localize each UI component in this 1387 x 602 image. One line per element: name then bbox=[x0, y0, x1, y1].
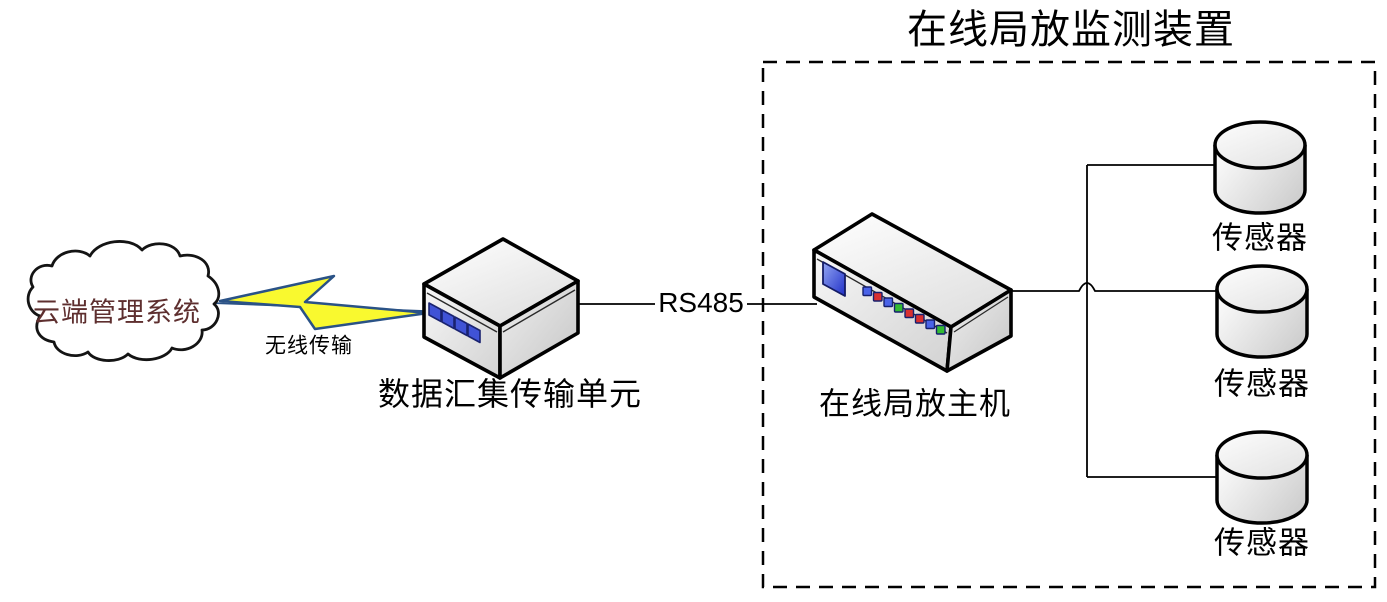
host-led bbox=[883, 297, 894, 308]
host-node bbox=[812, 212, 1013, 373]
host-led bbox=[862, 286, 873, 297]
host-leds bbox=[862, 286, 946, 335]
lightning-bolt-icon bbox=[218, 274, 430, 331]
dtu-label: 数据汇集传输单元 bbox=[377, 376, 643, 412]
host-led bbox=[904, 308, 915, 319]
dtu-buttons bbox=[428, 302, 481, 344]
host-led bbox=[935, 324, 946, 335]
monitoring-boundary bbox=[761, 60, 1377, 589]
dtu-button bbox=[467, 323, 481, 344]
dtu-button bbox=[428, 302, 442, 323]
host-screen bbox=[822, 261, 846, 297]
sensor-label: 传感器 bbox=[1212, 220, 1308, 256]
dtu-button bbox=[454, 316, 468, 337]
host-led bbox=[872, 291, 883, 302]
cloud-shape bbox=[26, 240, 221, 362]
dtu-button bbox=[441, 309, 455, 330]
sensor-label: 传感器 bbox=[1214, 525, 1310, 561]
cloud-node bbox=[26, 240, 221, 362]
host-led bbox=[914, 313, 925, 324]
sensor-node-3 bbox=[1215, 430, 1309, 525]
cloud-label: 云端管理系统 bbox=[33, 297, 201, 328]
host-label: 在线局放主机 bbox=[819, 386, 1011, 422]
sensor-node-2 bbox=[1215, 264, 1309, 359]
host-led bbox=[925, 319, 936, 330]
wireless-label: 无线传输 bbox=[265, 334, 353, 358]
sensor-label: 传感器 bbox=[1214, 366, 1310, 402]
host-led bbox=[893, 302, 904, 313]
boundary-title: 在线局放监测装置 bbox=[907, 8, 1235, 52]
sensor-node-1 bbox=[1213, 120, 1307, 215]
rs485-label: RS485 bbox=[658, 287, 744, 318]
sensor-bus bbox=[1008, 164, 1216, 478]
dtu-node bbox=[422, 237, 580, 380]
